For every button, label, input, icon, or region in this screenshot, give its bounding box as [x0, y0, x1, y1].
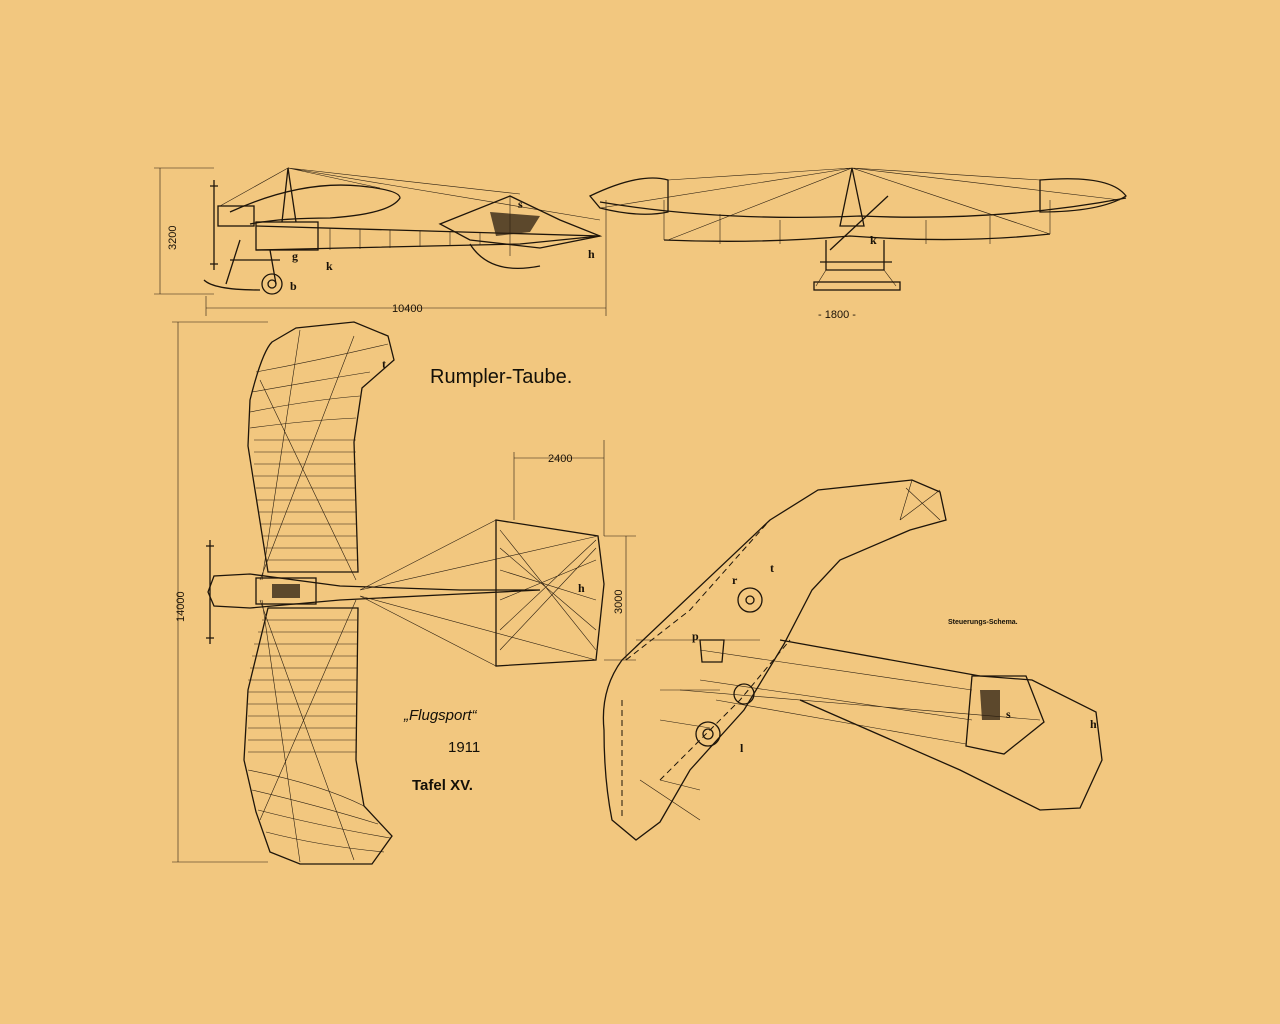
part-label-b: b [290, 279, 297, 293]
part-label-l: l [740, 741, 744, 755]
part-label-h-scheme: h [1090, 717, 1097, 731]
part-label-s-scheme: s [1006, 707, 1011, 721]
caption-year: 1911 [448, 739, 480, 756]
side-length-dimension: 10400 [392, 303, 423, 315]
part-label-g: g [292, 249, 298, 263]
side-height-dimension: 3200 [167, 226, 179, 250]
part-label-k: k [326, 259, 333, 273]
front-view: k - 1800 - [588, 167, 1127, 321]
top-view: 14000 [172, 321, 636, 865]
top-span-dimension: 14000 [175, 591, 187, 622]
caption-magazine: „Flugsport“ [403, 707, 478, 724]
drawing-title: Rumpler-Taube. [430, 366, 572, 388]
tail-span-dimension: 3000 [613, 590, 625, 614]
part-label-k-front: k [870, 233, 877, 247]
part-label-t-top: t [382, 357, 386, 371]
caption-plate: Tafel XV. [412, 777, 473, 794]
part-label-p: p [692, 629, 699, 643]
part-label-t-scheme: t [770, 561, 774, 575]
tail-length-dimension: 2400 [548, 453, 572, 465]
part-label-s-side: s [518, 197, 523, 211]
control-scheme: t r p l s h [602, 479, 1103, 841]
part-label-h-top: h [578, 581, 585, 595]
control-scheme-label: Steuerungs-Schema. [948, 619, 1018, 626]
part-label-r: r [732, 573, 738, 587]
front-track-dimension: - 1800 - [818, 309, 856, 321]
part-label-h-side: h [588, 247, 595, 261]
side-view: 3200 g k b s h 10400 [154, 167, 607, 316]
